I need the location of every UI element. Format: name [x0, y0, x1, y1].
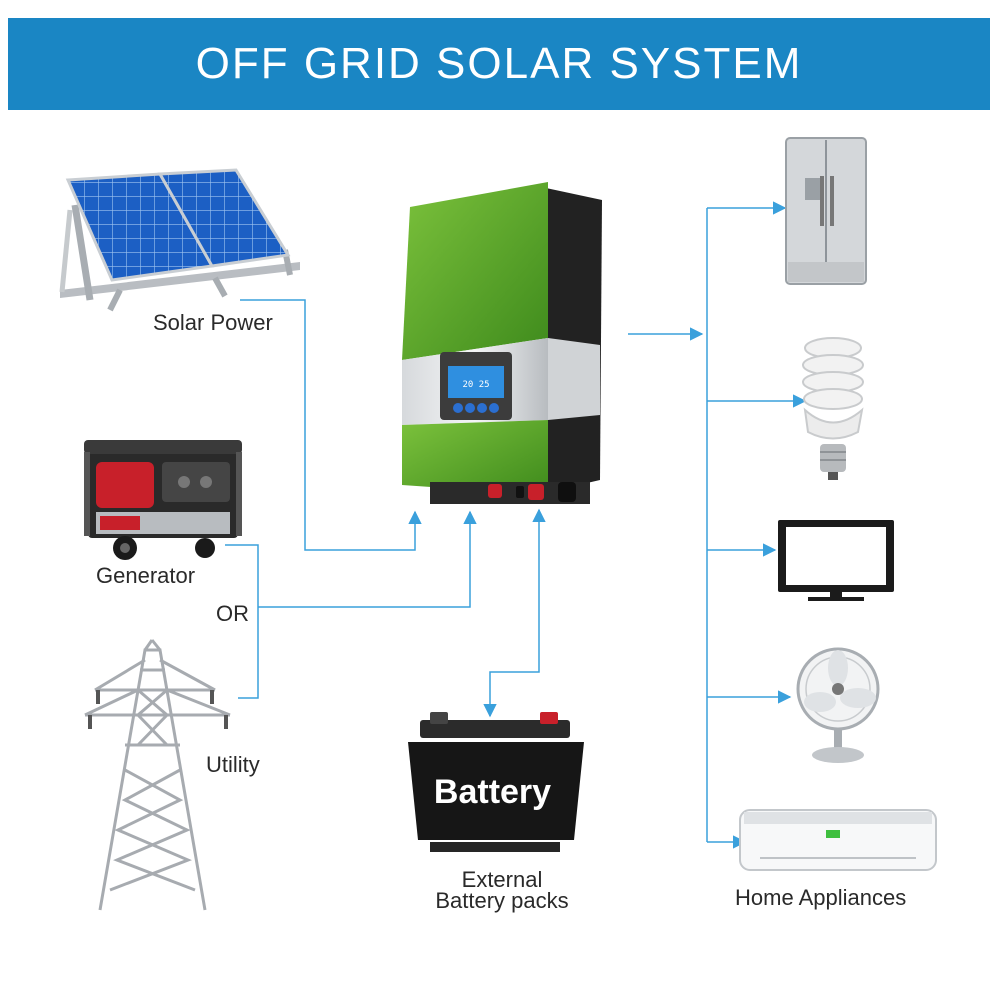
tv-icon [778, 520, 894, 601]
solar-power-label: Solar Power [153, 310, 273, 335]
generator-icon [84, 440, 242, 560]
fan-icon [796, 647, 880, 763]
battery-caption-line2: Battery packs [435, 888, 569, 913]
air-conditioner-icon [739, 809, 937, 871]
battery-body-label: Battery [433, 773, 552, 811]
solar-panel-icon [59, 168, 300, 312]
svg-text:20 25: 20 25 [462, 380, 489, 390]
solar-connector [240, 299, 422, 551]
cfl-bulb-icon [802, 337, 864, 480]
battery-icon [408, 712, 584, 852]
inverter-icon: 20 25 [402, 182, 602, 504]
refrigerator-icon [785, 137, 867, 285]
connector-lines [225, 201, 807, 849]
utility-tower-icon [84, 639, 231, 911]
title-banner: OFF GRID SOLAR SYSTEM [8, 18, 990, 110]
utility-label: Utility [206, 752, 260, 777]
grid-connector [258, 510, 477, 608]
or-label: OR [216, 601, 249, 626]
generator-connector [225, 544, 259, 699]
page-title: OFF GRID SOLAR SYSTEM [195, 39, 803, 88]
battery-connector [483, 512, 540, 718]
battery-caption-line1: External [461, 867, 543, 892]
home-appliances-label: Home Appliances [735, 885, 907, 910]
generator-label: Generator [96, 563, 196, 588]
